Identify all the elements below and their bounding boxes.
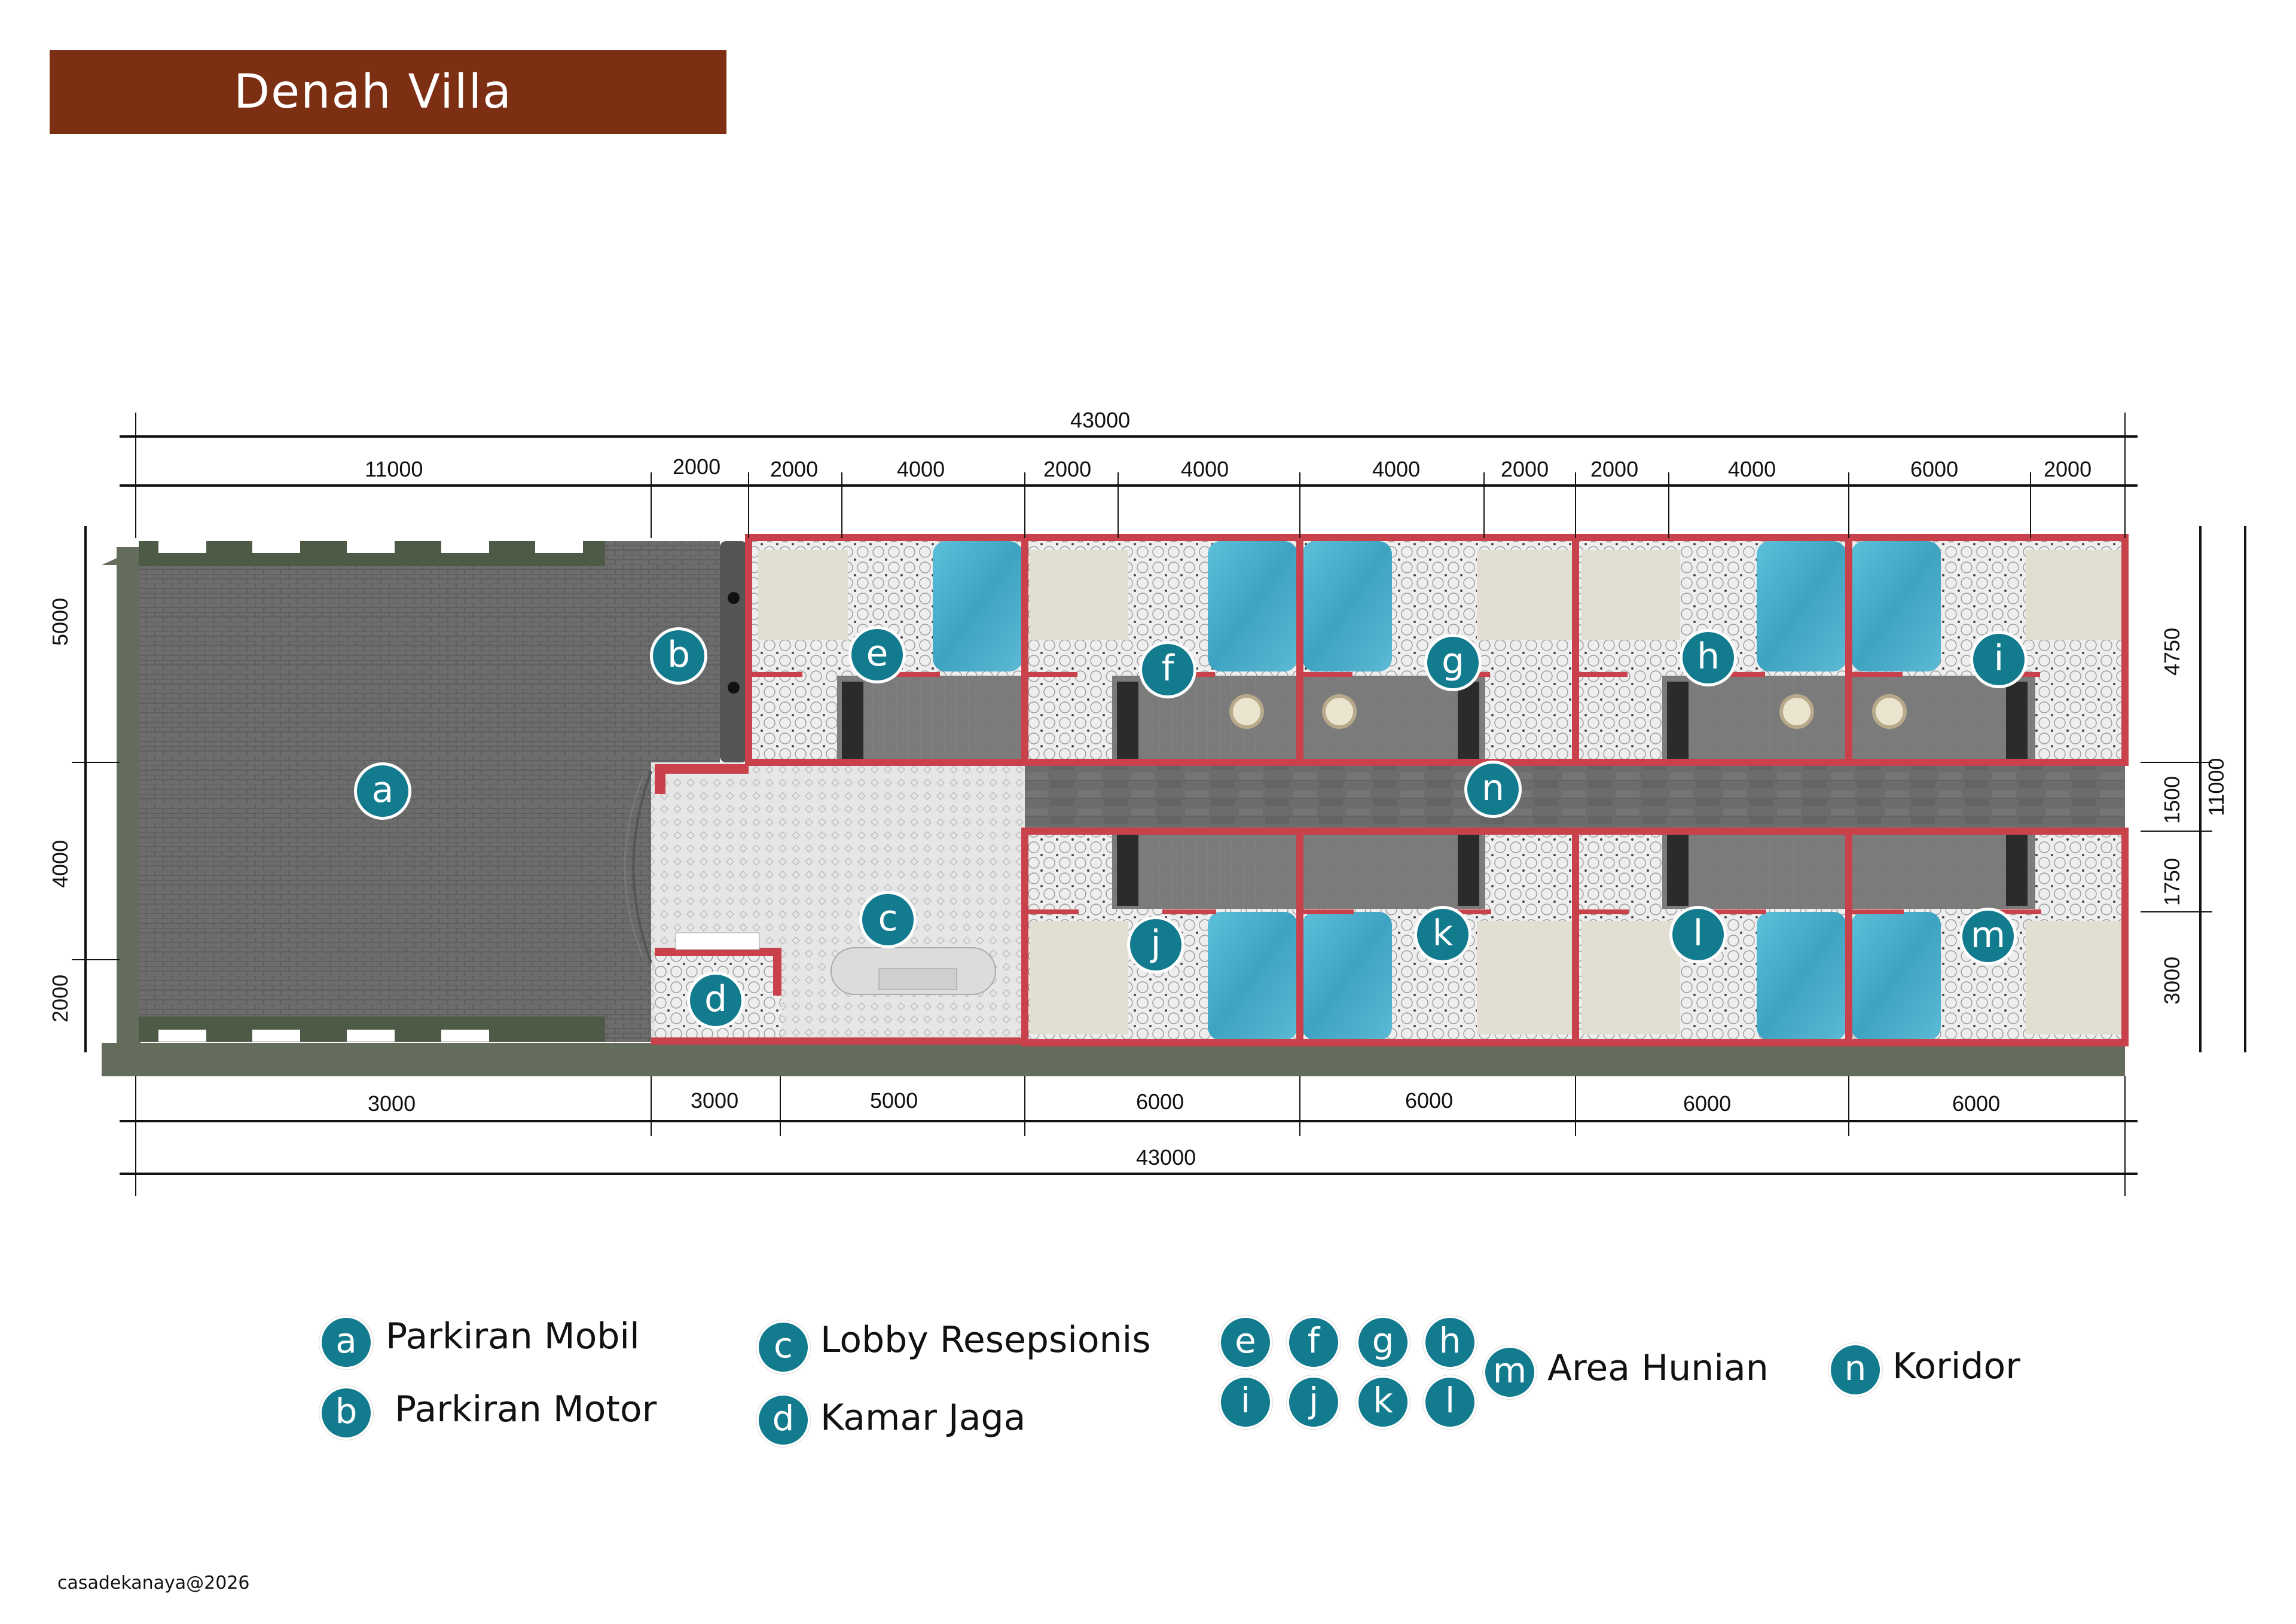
legend-label-d: Kamar Jaga bbox=[820, 1397, 1026, 1439]
dim-top-seg: 6000 bbox=[1910, 457, 1959, 481]
legend-label-units: Area Hunian bbox=[1547, 1347, 1769, 1389]
legend-badge-m: m bbox=[1483, 1345, 1537, 1399]
legend-label-a: Parkiran Mobil bbox=[386, 1315, 640, 1357]
dim-top-total: 43000 bbox=[1070, 408, 1131, 432]
guard-room-area bbox=[651, 932, 1025, 1045]
map-badge-b: b bbox=[650, 627, 707, 685]
dim-left-seg: 2000 bbox=[48, 974, 72, 1022]
dim-bottom-seg: 6000 bbox=[1405, 1088, 1454, 1113]
map-badge-d: d bbox=[687, 972, 744, 1029]
dim-right-seg: 1500 bbox=[2160, 776, 2184, 824]
map-badge-l: l bbox=[1669, 906, 1727, 963]
legend-label-c: Lobby Resepsionis bbox=[820, 1319, 1151, 1361]
dim-top-seg: 4000 bbox=[897, 457, 945, 481]
dim-bottom-seg: 6000 bbox=[1952, 1091, 2001, 1116]
dim-top-seg: 2000 bbox=[1043, 457, 1092, 481]
dim-top-seg: 2000 bbox=[2044, 457, 2092, 481]
dim-top-seg: 4000 bbox=[1728, 457, 1776, 481]
dim-top-seg: 2000 bbox=[1590, 457, 1639, 481]
legend-badge-j: j bbox=[1287, 1375, 1341, 1429]
map-badge-k: k bbox=[1414, 906, 1471, 963]
legend-badge-b: b bbox=[319, 1386, 373, 1440]
map-badge-i: i bbox=[1970, 631, 2028, 688]
legend-badge-i: i bbox=[1219, 1375, 1272, 1429]
dim-right-seg: 3000 bbox=[2160, 956, 2184, 1005]
dim-top-seg: 4000 bbox=[1181, 457, 1229, 481]
unit-h bbox=[1576, 538, 1849, 762]
dim-left-seg: 4000 bbox=[48, 840, 72, 888]
dim-bottom-total: 43000 bbox=[1136, 1145, 1196, 1170]
legend-badge-d: d bbox=[756, 1393, 810, 1447]
legend-badge-h: h bbox=[1423, 1315, 1477, 1369]
dim-top-seg: 2000 bbox=[673, 454, 721, 479]
legend-badge-e: e bbox=[1219, 1315, 1272, 1369]
map-badge-f: f bbox=[1139, 641, 1196, 698]
dim-top-seg: 2000 bbox=[1501, 457, 1549, 481]
title-banner: Denah Villa bbox=[50, 50, 726, 134]
dim-right-total: 11000 bbox=[2204, 758, 2228, 816]
map-badge-a: a bbox=[354, 762, 411, 820]
unit-block-upper bbox=[745, 534, 2129, 766]
dim-bottom-seg: 3000 bbox=[691, 1088, 739, 1113]
legend-badge-n: n bbox=[1828, 1343, 1882, 1397]
legend-label-b: Parkiran Motor bbox=[395, 1388, 657, 1430]
legend-badge-k: k bbox=[1356, 1375, 1410, 1429]
corridor-area bbox=[842, 762, 2125, 831]
map-badge-j: j bbox=[1127, 916, 1184, 973]
page-title: Denah Villa bbox=[234, 65, 512, 119]
dim-top-seg: 2000 bbox=[770, 457, 819, 481]
dim-bottom-seg: 3000 bbox=[368, 1091, 416, 1116]
dimension-lines bbox=[72, 413, 2246, 1196]
map-badge-e: e bbox=[848, 626, 906, 683]
map-badge-c: c bbox=[859, 891, 917, 948]
copyright-footer: casadekanaya@2026 bbox=[57, 1573, 250, 1594]
dim-top-seg: 4000 bbox=[1372, 457, 1421, 481]
dim-right-seg: 1750 bbox=[2160, 857, 2184, 906]
map-badge-n: n bbox=[1464, 761, 1522, 818]
legend-badge-f: f bbox=[1287, 1315, 1341, 1369]
legend-badge-l: l bbox=[1423, 1375, 1477, 1429]
map-badge-m: m bbox=[1959, 908, 2017, 965]
site-boundary bbox=[102, 547, 2125, 1076]
legend-badge-c: c bbox=[756, 1320, 810, 1374]
map-badge-g: g bbox=[1424, 634, 1482, 691]
dim-top-seg: 11000 bbox=[365, 457, 423, 481]
dim-bottom-seg: 5000 bbox=[870, 1088, 918, 1113]
dim-right-seg: 4750 bbox=[2160, 627, 2184, 676]
map-badge-h: h bbox=[1680, 629, 1737, 686]
dim-bottom-seg: 6000 bbox=[1683, 1091, 1732, 1116]
legend-label-n: Koridor bbox=[1892, 1345, 2020, 1387]
legend-badge-a: a bbox=[319, 1315, 373, 1369]
legend-badge-g: g bbox=[1356, 1315, 1410, 1369]
dim-bottom-seg: 6000 bbox=[1136, 1089, 1184, 1114]
dim-left-seg: 5000 bbox=[48, 597, 72, 646]
